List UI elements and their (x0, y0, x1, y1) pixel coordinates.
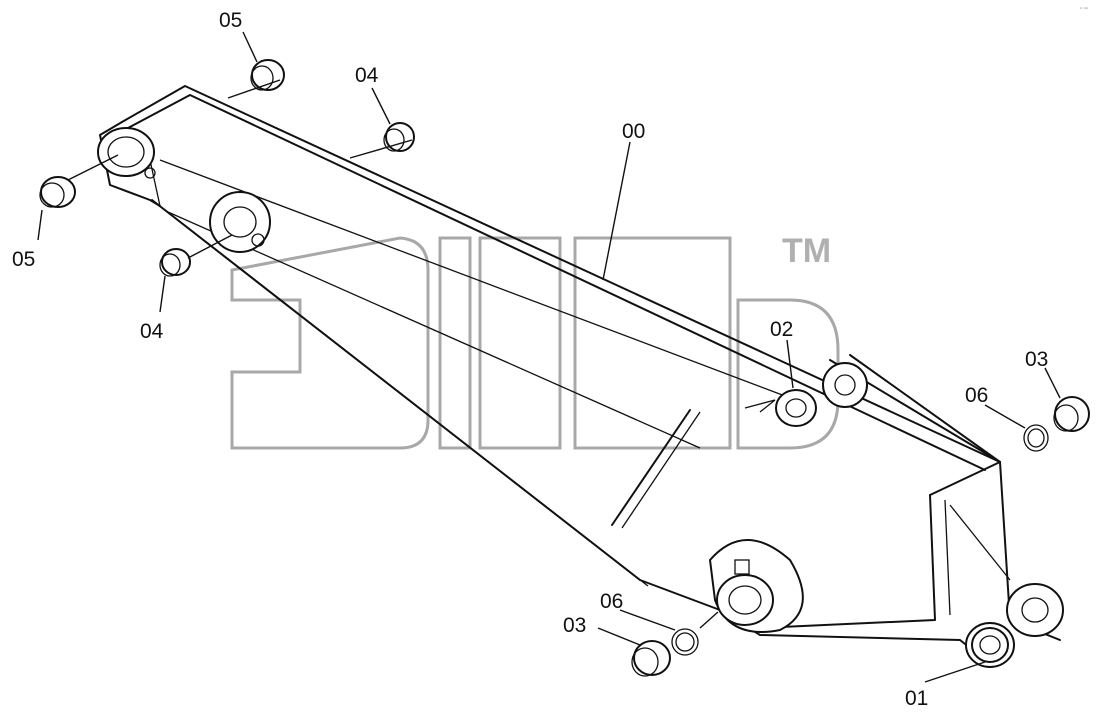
bushing-05-top (250, 59, 285, 91)
callout-00: 00 (622, 120, 645, 143)
bracket-bosses (822, 362, 1064, 668)
bushing-04-top (383, 122, 415, 152)
callout-05-left: 05 (12, 248, 35, 271)
callout-06-right: 06 (965, 384, 988, 407)
bushing-03-right (1053, 396, 1090, 432)
leader-lines (37, 31, 1061, 683)
callout-05-top: 05 (219, 9, 242, 32)
pin-boss-02 (744, 389, 817, 427)
trademark-symbol: TM (782, 232, 831, 270)
bushing-04-left (159, 248, 191, 277)
ring-06-right (1023, 424, 1049, 452)
lower-boss (708, 539, 804, 633)
callout-02: 02 (770, 318, 793, 341)
callout-06-bottom: 06 (600, 590, 623, 613)
callout-04-top: 04 (355, 64, 379, 87)
ring-06-bottom (671, 628, 699, 656)
callout-01: 01 (905, 687, 928, 710)
callout-04-left: 04 (140, 320, 164, 343)
callout-03-bottom: 03 (563, 614, 586, 637)
watermark-logo: TM (230, 232, 840, 450)
middle-boss (209, 191, 271, 253)
bushing-03-bottom (631, 640, 671, 677)
left-end-boss (97, 127, 156, 179)
corner-mark: ▫ ▫▫ (1080, 6, 1088, 12)
callout-03-right: 03 (1025, 348, 1048, 371)
bushing-05-left (39, 176, 76, 208)
pin-boss-01 (971, 627, 1009, 663)
